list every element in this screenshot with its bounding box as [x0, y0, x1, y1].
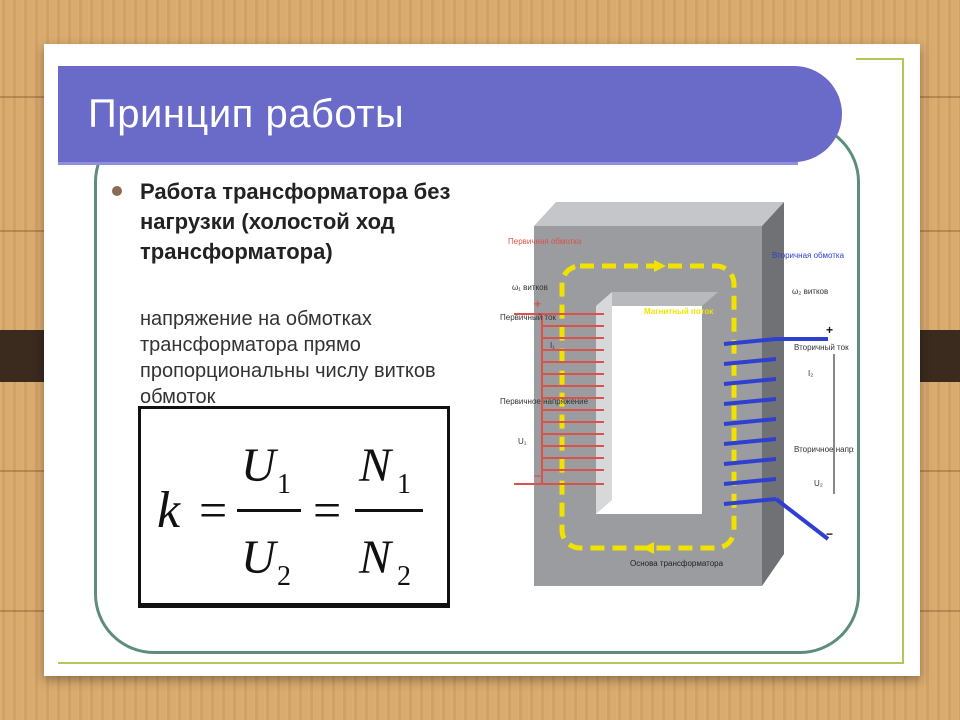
slide: Принцип работы Работа трансформатора без…: [44, 44, 920, 676]
formula-equals: =: [199, 482, 227, 538]
flux-arrow-icon: [642, 542, 654, 554]
label-primary-current: Первичный ток: [500, 313, 556, 322]
label-primary-current-sym: I₁: [550, 341, 555, 350]
formula-u1: U: [241, 439, 279, 492]
label-primary-voltage-sym: U₁: [518, 437, 527, 446]
label-secondary-current: Вторичный ток: [794, 343, 849, 352]
slide-title: Принцип работы: [88, 92, 405, 136]
label-primary-voltage: Первичное напряжение: [500, 397, 589, 406]
core-top: [534, 202, 784, 226]
label-core: Основа трансформатора: [630, 559, 724, 568]
label-secondary-turns: ω₂ витков: [792, 287, 828, 296]
flux-arrow-icon: [654, 260, 666, 272]
formula-equals: =: [313, 482, 341, 538]
label-primary-winding: Первичная обмотка: [508, 237, 582, 246]
slide-accent-line: [856, 58, 902, 60]
title-bar: [58, 66, 842, 162]
formula-u2-sub: 2: [277, 561, 291, 592]
formula-n1-sub: 1: [397, 469, 411, 500]
label-secondary-voltage-sym: U₂: [814, 479, 823, 488]
label-secondary-voltage: Вторичное напряжение: [794, 445, 854, 454]
formula-box: k = U 1 U 2 = N 1 N 2: [138, 406, 450, 608]
label-primary-turns: ω₁ витков: [512, 283, 548, 292]
secondary-minus: −: [826, 527, 833, 541]
primary-winding: [514, 313, 604, 485]
fraction-bar: [237, 509, 301, 512]
formula-n1: N: [358, 439, 394, 492]
core-side: [762, 202, 784, 586]
bullet-body: напряжение на обмотках трансформатора пр…: [140, 308, 436, 408]
secondary-plus: +: [826, 323, 833, 337]
formula-u2: U: [241, 531, 279, 584]
label-secondary-winding: Вторичная обмотка: [772, 251, 845, 260]
title-underline: [58, 162, 798, 165]
core-window-top: [596, 292, 718, 306]
secondary-winding: [723, 337, 830, 541]
bullet-heading: Работа трансформатора без нагрузки (холо…: [140, 179, 451, 264]
fraction-bar: [355, 509, 423, 512]
formula-k: k: [157, 482, 181, 539]
bullet-icon: [112, 186, 122, 196]
primary-plus: +: [534, 297, 541, 311]
formula-u1-sub: 1: [277, 469, 291, 500]
core-face: [534, 226, 762, 586]
label-secondary-current-sym: I₂: [808, 369, 813, 378]
slide-accent-line: [58, 662, 904, 664]
transformer-diagram: Первичная обмотка ω₁ витков Вторичная об…: [500, 202, 854, 586]
slide-accent-line: [902, 58, 904, 664]
primary-minus: −: [534, 469, 541, 483]
formula-n2: N: [358, 531, 394, 584]
formula-n2-sub: 2: [397, 561, 411, 592]
formula: k = U 1 U 2 = N 1 N 2: [157, 439, 423, 592]
label-magnetic-flux: Магнитный поток: [644, 307, 714, 316]
